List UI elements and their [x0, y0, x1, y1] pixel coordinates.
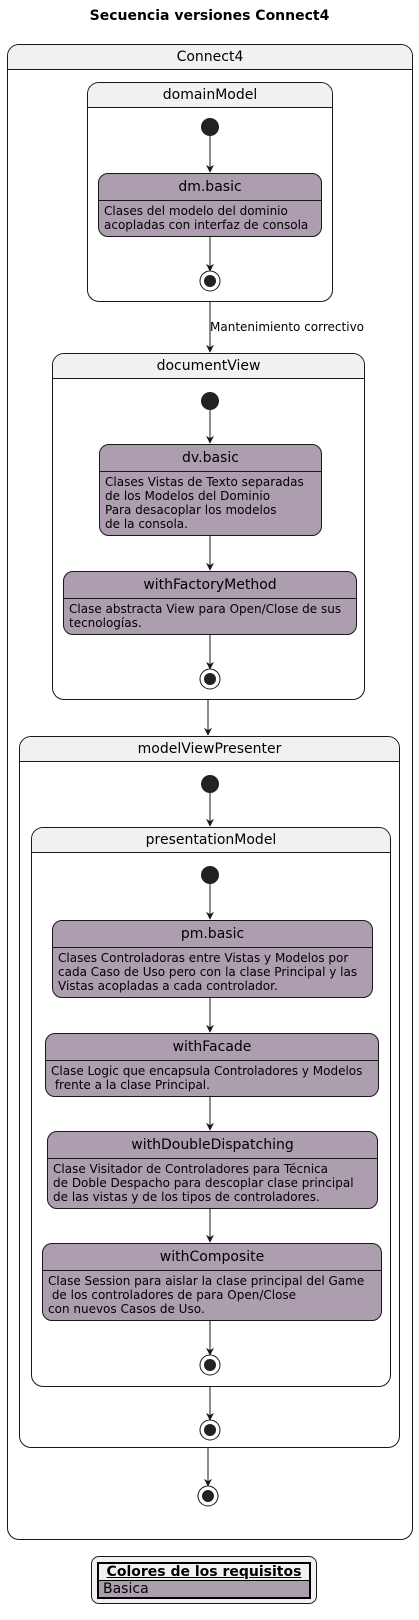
- container-domain-model-label: domainModel: [88, 83, 332, 108]
- container-document-view-label: documentView: [53, 354, 364, 379]
- initial-state-presentation-model: [201, 866, 219, 884]
- state-dm-basic-name: dm.basic: [99, 174, 321, 201]
- state-pm-basic: pm.basic Clases Controladoras entre Vist…: [52, 920, 373, 998]
- state-with-factory-method: withFactoryMethod Clase abstracta View p…: [63, 571, 357, 635]
- initial-state-domain-model: [201, 118, 219, 136]
- transition-label-maintenance: Mantenimiento correctivo: [210, 320, 365, 334]
- container-model-view-presenter-label: modelViewPresenter: [20, 737, 399, 762]
- legend: Colores de los requisitos Basica: [91, 1556, 317, 1604]
- state-dv-basic-desc: Clases Vistas de Texto separadas de los …: [105, 475, 304, 531]
- state-with-facade: withFacade Clase Logic que encapsula Con…: [45, 1033, 379, 1097]
- state-dm-basic-desc: Clases del modelo del dominio acopladas …: [104, 204, 309, 232]
- legend-row-basica: Basica: [98, 1580, 310, 1598]
- legend-header: Colores de los requisitos: [98, 1563, 310, 1581]
- state-dv-basic-name: dv.basic: [100, 445, 321, 472]
- container-connect4-label: Connect4: [8, 45, 412, 70]
- state-with-facade-name: withFacade: [46, 1034, 378, 1061]
- state-with-double-dispatching-desc: Clase Visitador de Controladores para Té…: [53, 1162, 354, 1204]
- state-dm-basic: dm.basic Clases del modelo del dominio a…: [98, 173, 322, 237]
- final-state-connect4: [197, 1485, 219, 1507]
- state-dv-basic: dv.basic Clases Vistas de Texto separada…: [99, 444, 322, 536]
- state-with-facade-desc: Clase Logic que encapsula Controladores …: [51, 1064, 363, 1092]
- legend-table: Colores de los requisitos Basica: [97, 1562, 311, 1599]
- state-with-factory-method-name: withFactoryMethod: [64, 572, 356, 599]
- state-with-composite-name: withComposite: [43, 1244, 381, 1271]
- state-with-composite-desc: Clase Session para aislar la clase princ…: [48, 1274, 365, 1316]
- initial-state-document-view: [201, 392, 219, 410]
- initial-state-mvp: [201, 775, 219, 793]
- final-state-presentation-model: [199, 1354, 221, 1376]
- state-with-double-dispatching: withDoubleDispatching Clase Visitador de…: [47, 1131, 378, 1209]
- final-state-document-view: [199, 668, 221, 690]
- state-with-double-dispatching-name: withDoubleDispatching: [48, 1132, 377, 1159]
- final-state-mvp: [199, 1419, 221, 1441]
- state-pm-basic-desc: Clases Controladoras entre Vistas y Mode…: [58, 951, 358, 993]
- diagram-title: Secuencia versiones Connect4: [89, 8, 330, 24]
- container-presentation-model-label: presentationModel: [32, 828, 390, 853]
- state-pm-basic-name: pm.basic: [53, 921, 372, 948]
- state-with-factory-method-desc: Clase abstracta View para Open/Close de …: [69, 602, 342, 630]
- state-with-composite: withComposite Clase Session para aislar …: [42, 1243, 382, 1321]
- final-state-domain-model: [199, 270, 221, 292]
